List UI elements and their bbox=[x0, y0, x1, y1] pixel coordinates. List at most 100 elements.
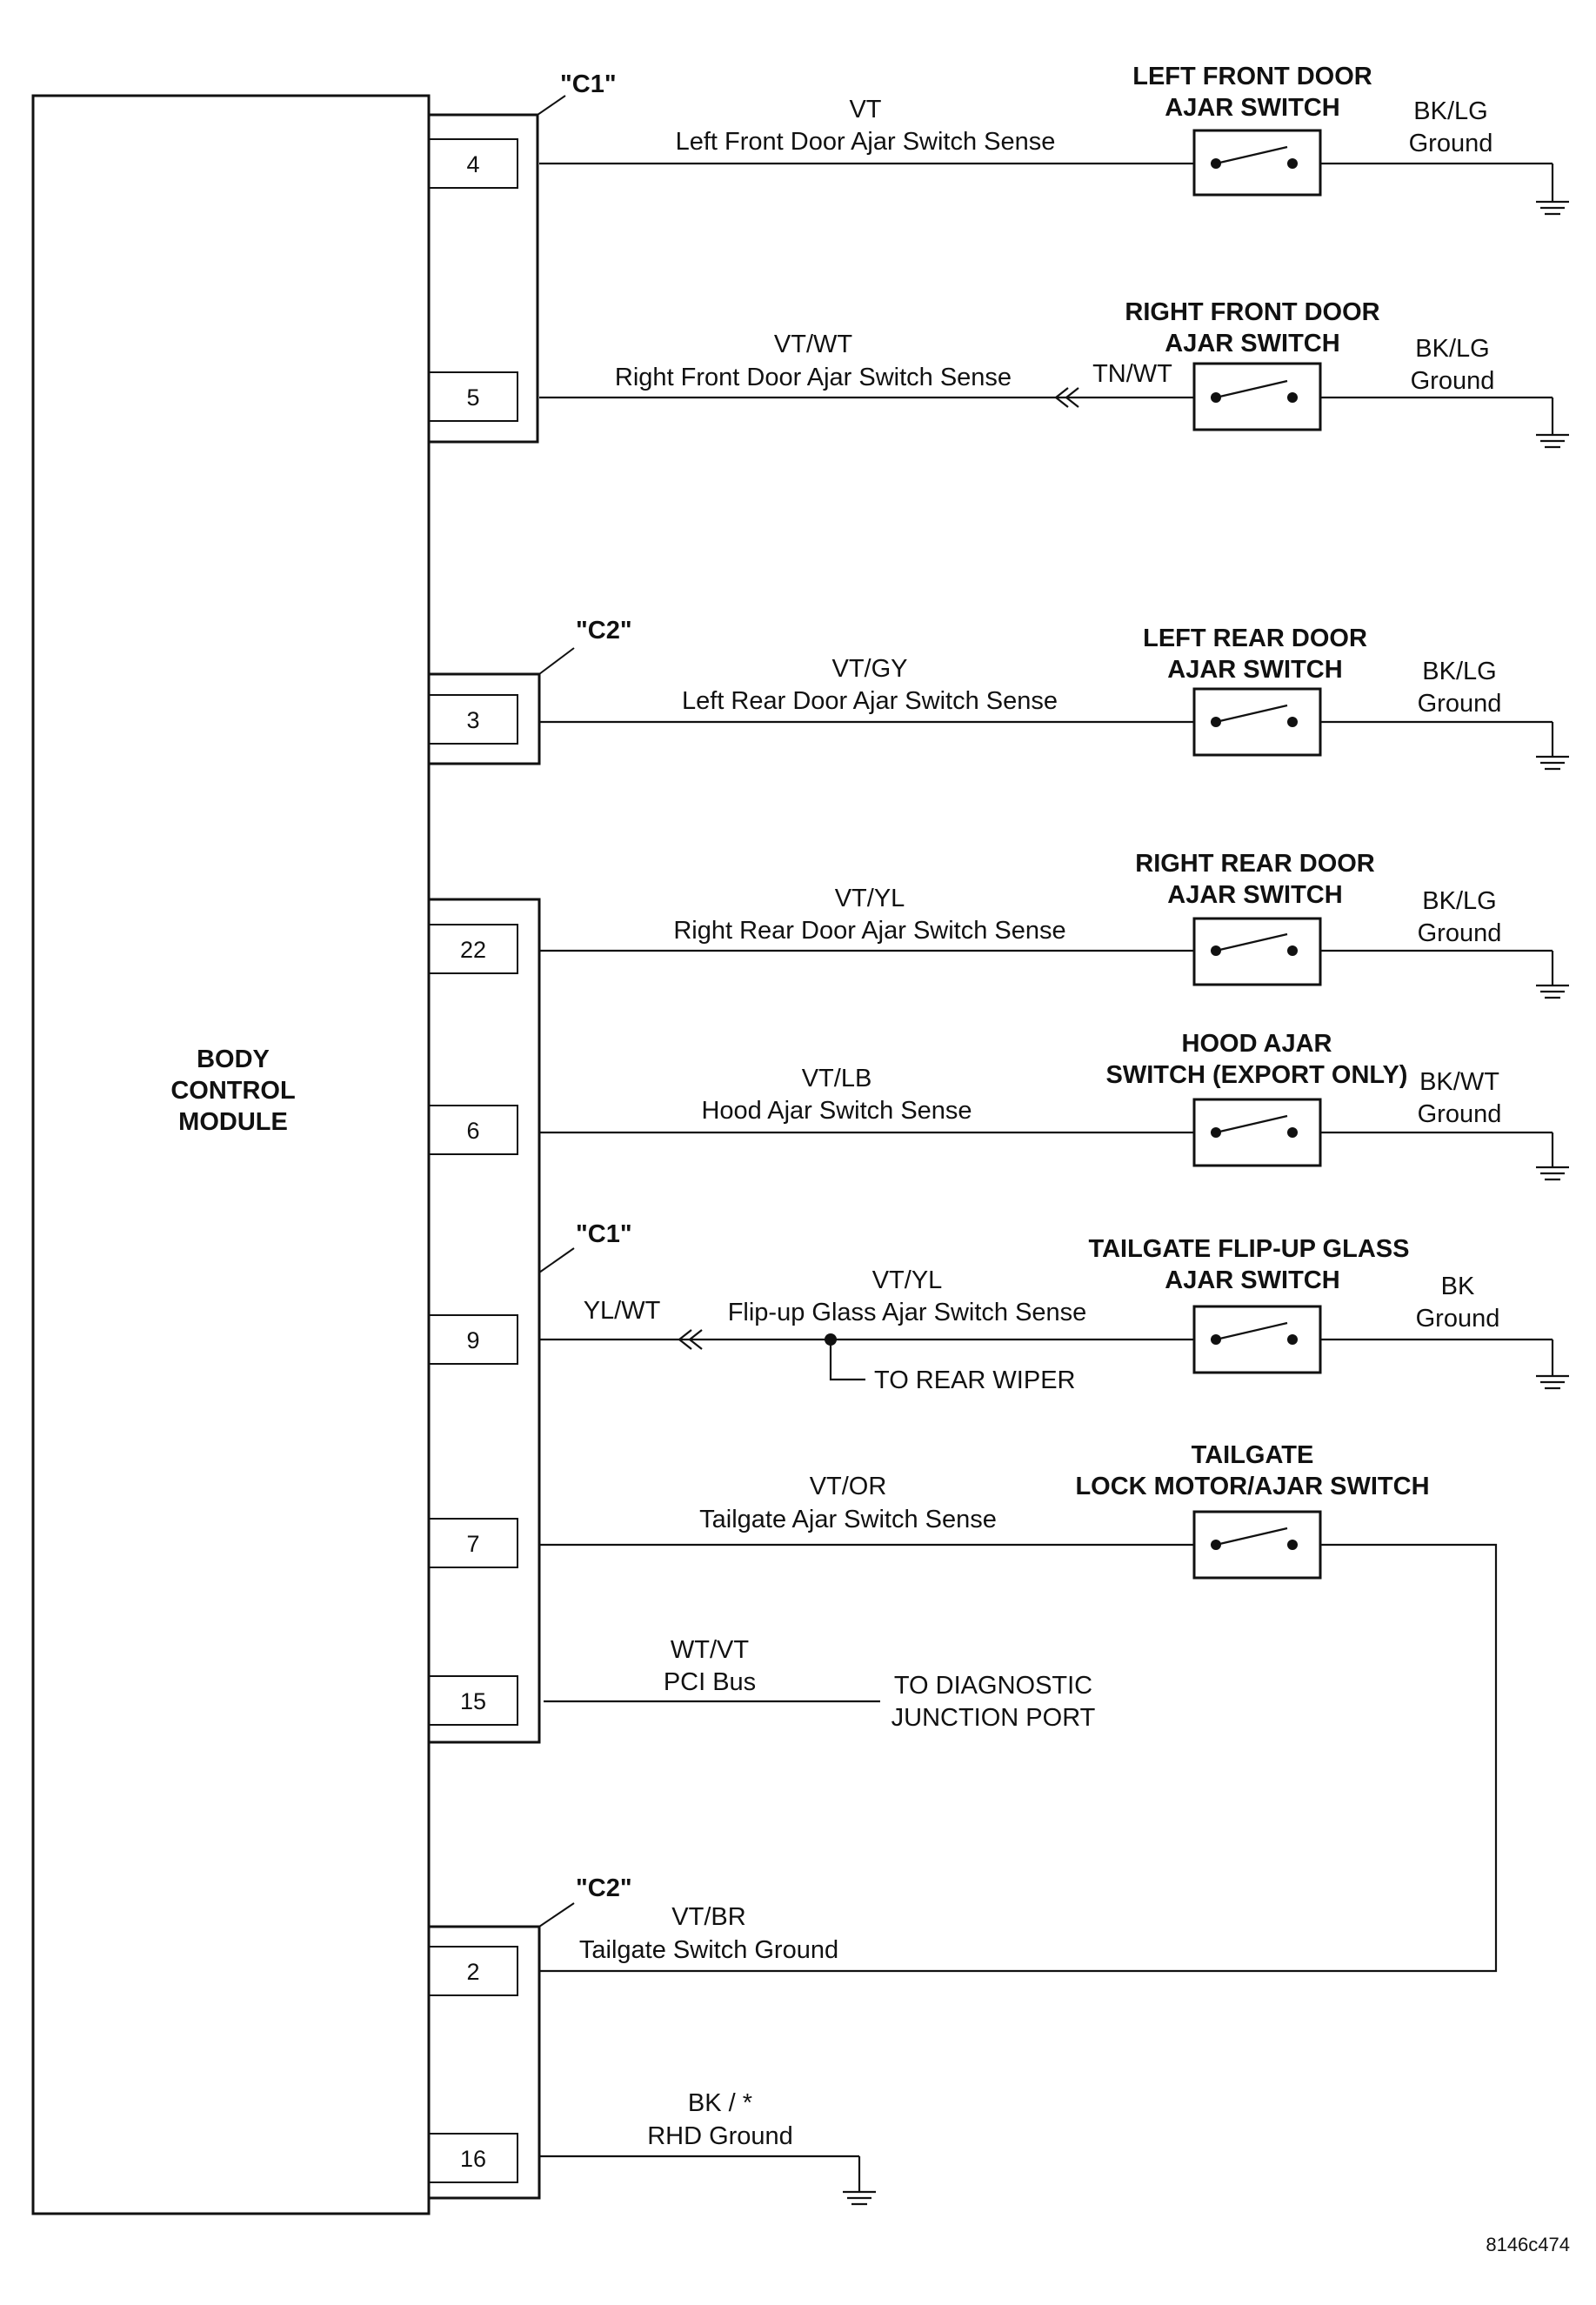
flip-up-glass-ajar-switch bbox=[1192, 1305, 1322, 1374]
rr-ground-label: Ground bbox=[1418, 919, 1502, 947]
lr-switch-title-1: LEFT REAR DOOR bbox=[1143, 625, 1367, 652]
pin-label-7: 7 bbox=[466, 1531, 479, 1557]
rr-ground-color: BK/LG bbox=[1422, 887, 1496, 915]
pin-box-4 bbox=[428, 138, 518, 189]
glass-branch-wire bbox=[829, 1340, 865, 1381]
rr-switch-title-2: AJAR SWITCH bbox=[1167, 881, 1342, 909]
rhd-wire-name: RHD Ground bbox=[647, 2122, 793, 2150]
glass-switch-title-1: TAILGATE FLIP-UP GLASS bbox=[1089, 1235, 1410, 1263]
pci-destination-line-2: JUNCTION PORT bbox=[891, 1704, 1096, 1732]
lf-wire-color: VT bbox=[849, 96, 881, 124]
lr-ground-label: Ground bbox=[1418, 690, 1502, 718]
module-label-line-3: MODULE bbox=[178, 1108, 288, 1136]
lr-ground-icon bbox=[1536, 722, 1569, 771]
glass-ground-color: BK bbox=[1441, 1273, 1475, 1300]
pin-label-5: 5 bbox=[466, 384, 479, 411]
connector-c1-b-housing bbox=[429, 898, 541, 1744]
lr-wire-color: VT/GY bbox=[831, 655, 907, 683]
lr-door-ajar-switch bbox=[1192, 687, 1322, 757]
glass-wire-name: Flip-up Glass Ajar Switch Sense bbox=[728, 1299, 1087, 1326]
glass-branch-label: TO REAR WIPER bbox=[874, 1366, 1076, 1394]
pin-label-16: 16 bbox=[460, 2146, 486, 2172]
connector-c1-top-label: "C1" bbox=[560, 70, 617, 98]
pin-label-22: 22 bbox=[460, 937, 486, 963]
figure-code: 8146c474 bbox=[1486, 2234, 1570, 2255]
rf-switch-title-2: AJAR SWITCH bbox=[1165, 330, 1339, 357]
rhd-wire-color: BK / * bbox=[688, 2089, 752, 2117]
rf-ground-color: BK/LG bbox=[1415, 335, 1489, 363]
hood-ground-color: BK/WT bbox=[1419, 1068, 1499, 1096]
pin-label-6: 6 bbox=[466, 1118, 479, 1144]
hood-ground-label: Ground bbox=[1418, 1100, 1502, 1128]
pin-box-15 bbox=[428, 1675, 518, 1726]
pin-label-3: 3 bbox=[466, 707, 479, 733]
hood-ajar-switch bbox=[1192, 1098, 1322, 1167]
connector-c2-a-label: "C2" bbox=[576, 617, 632, 645]
pin-box-3 bbox=[428, 694, 518, 745]
lf-ground-icon bbox=[1536, 164, 1569, 216]
lr-switch-title-2: AJAR SWITCH bbox=[1167, 656, 1342, 684]
rf-wire-name: Right Front Door Ajar Switch Sense bbox=[615, 364, 1012, 391]
lf-door-ajar-switch bbox=[1192, 129, 1322, 197]
pin-label-4: 4 bbox=[466, 151, 479, 177]
rr-door-ajar-switch bbox=[1192, 917, 1322, 986]
hood-ground-icon bbox=[1536, 1132, 1569, 1181]
rr-wire-name: Right Rear Door Ajar Switch Sense bbox=[673, 917, 1065, 945]
rr-wire-color: VT/YL bbox=[835, 885, 905, 912]
connector-c1-b-leader bbox=[538, 1247, 575, 1273]
rf-switch-side-color: TN/WT bbox=[1092, 360, 1172, 388]
tailgate-switch-title-1: TAILGATE bbox=[1192, 1441, 1314, 1469]
pin-box-5 bbox=[428, 371, 518, 422]
connector-c2-b-housing bbox=[429, 1925, 541, 2200]
connector-c1-top-housing bbox=[429, 113, 539, 444]
pin-box-7 bbox=[428, 1518, 518, 1568]
rr-ground-icon bbox=[1536, 951, 1569, 999]
tailgate-wire-name: Tailgate Ajar Switch Sense bbox=[699, 1506, 997, 1533]
connector-c1-top-leader bbox=[537, 95, 566, 116]
glass-ground-label: Ground bbox=[1416, 1305, 1500, 1333]
hood-wire-name: Hood Ajar Switch Sense bbox=[701, 1097, 972, 1125]
glass-inline-connector-icon bbox=[678, 1329, 703, 1350]
pin-label-2: 2 bbox=[466, 1959, 479, 1985]
lf-ground-color: BK/LG bbox=[1413, 97, 1487, 125]
pin-label-15: 15 bbox=[460, 1688, 486, 1714]
rf-inline-connector-icon bbox=[1054, 387, 1079, 408]
connector-c2-b-leader bbox=[538, 1902, 575, 1928]
tg-ground-wire-color: VT/BR bbox=[671, 1903, 745, 1931]
rf-door-ajar-switch bbox=[1192, 362, 1322, 431]
pci-wire-name: PCI Bus bbox=[664, 1668, 756, 1696]
connector-c2-a-housing bbox=[429, 672, 541, 765]
tailgate-wire-color: VT/OR bbox=[810, 1473, 887, 1500]
lf-switch-title-2: AJAR SWITCH bbox=[1165, 94, 1339, 122]
connector-c2-b-label: "C2" bbox=[576, 1874, 632, 1902]
lf-ground-label: Ground bbox=[1409, 130, 1493, 157]
rf-ground-icon bbox=[1536, 398, 1569, 449]
pin-box-9 bbox=[428, 1314, 518, 1365]
body-control-module-box bbox=[31, 94, 431, 2215]
pin-label-9: 9 bbox=[466, 1327, 479, 1353]
module-label-line-1: BODY bbox=[197, 1046, 270, 1073]
tailgate-switch-title-2: LOCK MOTOR/AJAR SWITCH bbox=[1075, 1473, 1429, 1500]
hood-switch-title-1: HOOD AJAR bbox=[1182, 1030, 1332, 1058]
rr-switch-title-1: RIGHT REAR DOOR bbox=[1135, 850, 1375, 878]
module-label-line-2: CONTROL bbox=[170, 1077, 295, 1105]
hood-wire-color: VT/LB bbox=[802, 1065, 872, 1092]
glass-switch-title-2: AJAR SWITCH bbox=[1165, 1266, 1339, 1294]
pci-wire-color: WT/VT bbox=[671, 1636, 749, 1664]
rhd-ground-icon bbox=[843, 2156, 876, 2206]
rf-ground-label: Ground bbox=[1411, 367, 1495, 395]
pci-destination-line-1: TO DIAGNOSTIC bbox=[894, 1672, 1092, 1700]
hood-switch-title-2: SWITCH (EXPORT ONLY) bbox=[1106, 1061, 1408, 1089]
tg-ground-wire-name: Tailgate Switch Ground bbox=[579, 1936, 838, 1964]
connector-c1-b-label: "C1" bbox=[576, 1220, 632, 1248]
glass-ground-icon bbox=[1536, 1340, 1569, 1390]
pin-box-2 bbox=[428, 1946, 518, 1996]
lr-ground-color: BK/LG bbox=[1422, 658, 1496, 685]
pin-box-6 bbox=[428, 1105, 518, 1155]
connector-c2-a-leader bbox=[538, 647, 575, 675]
tailgate-lock-motor-ajar-switch bbox=[1192, 1510, 1322, 1580]
tailgate-return-wire bbox=[539, 1543, 1498, 1973]
pin-box-22 bbox=[428, 924, 518, 974]
lr-wire-name: Left Rear Door Ajar Switch Sense bbox=[682, 687, 1058, 715]
rf-wire-color: VT/WT bbox=[774, 331, 852, 358]
